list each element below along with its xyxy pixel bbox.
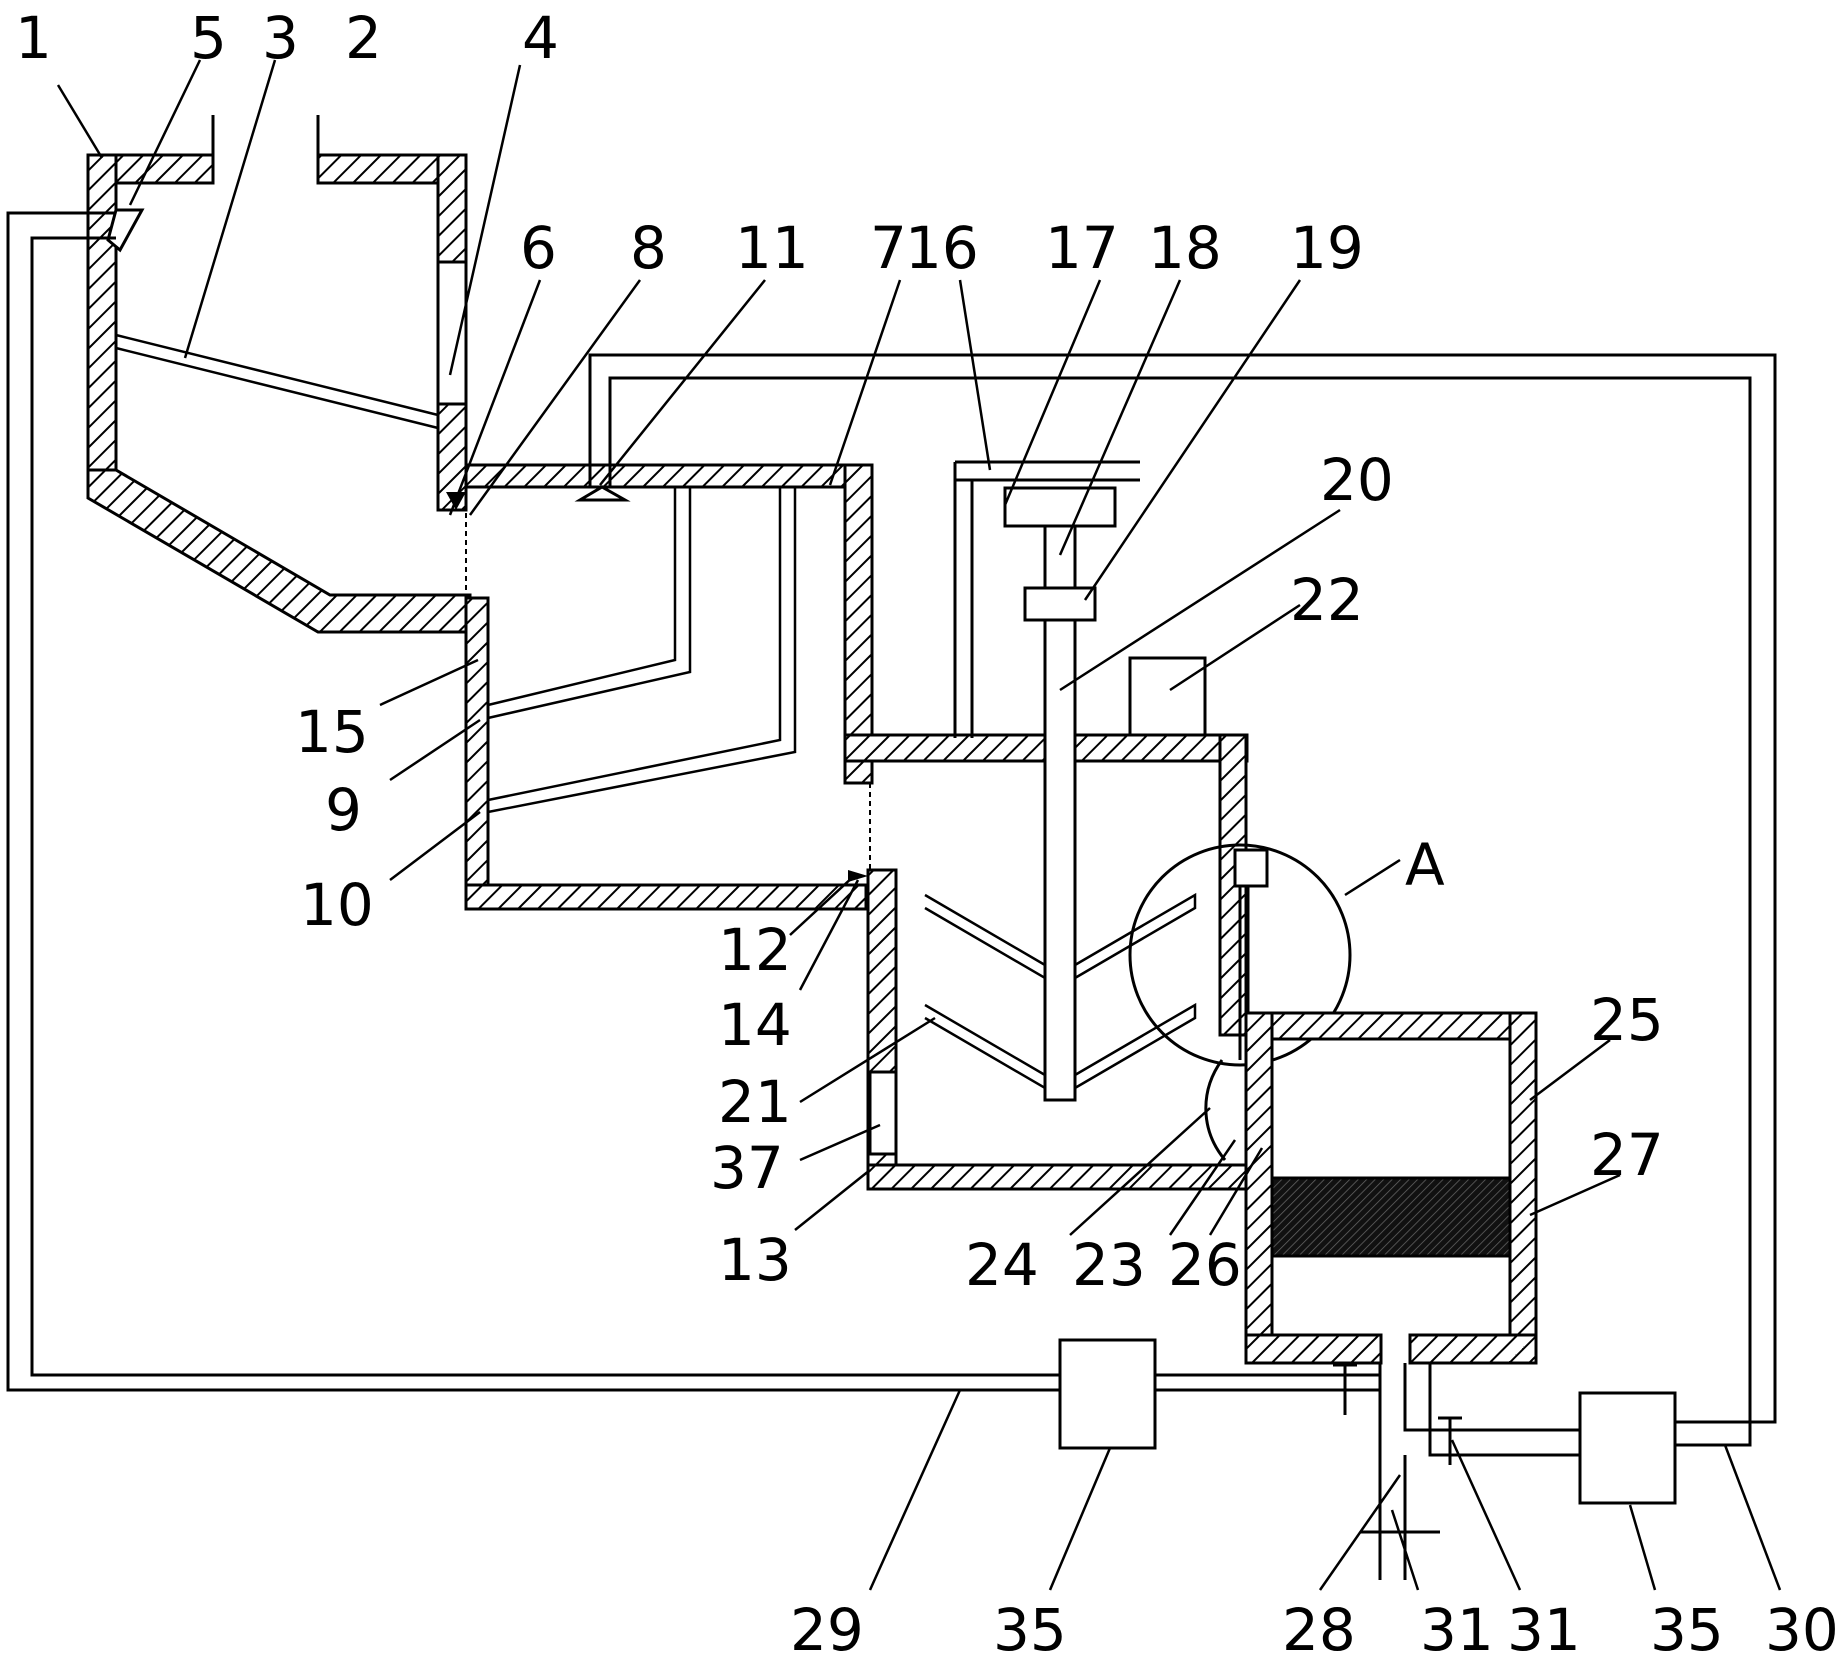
coupling-19 [1023, 586, 1097, 622]
label-29: 29 [790, 1596, 864, 1656]
part-labels: 1 5 3 2 4 6 8 11 7 16 17 18 19 20 22 15 … [15, 4, 1839, 1656]
label-31-left: 31 [1420, 1596, 1494, 1656]
valve-14 [848, 870, 868, 882]
label-16: 16 [905, 214, 979, 282]
label-22: 22 [1290, 566, 1364, 634]
label-4: 4 [522, 4, 559, 72]
label-20: 20 [1320, 446, 1394, 514]
label-13: 13 [718, 1226, 792, 1294]
label-26: 26 [1168, 1231, 1242, 1299]
label-3: 3 [262, 4, 299, 72]
label-14: 14 [718, 991, 792, 1059]
label-11: 11 [735, 214, 809, 282]
label-21: 21 [718, 1068, 792, 1136]
filter-layer-27 [1270, 1176, 1512, 1258]
label-17: 17 [1045, 214, 1119, 282]
leader-lines [56, 59, 1782, 1591]
label-6: 6 [520, 214, 557, 282]
label-A: A [1405, 831, 1445, 899]
label-2: 2 [345, 4, 382, 72]
nozzle-11 [574, 485, 631, 502]
label-15: 15 [295, 698, 369, 766]
valve-4 [436, 260, 468, 406]
label-28: 28 [1282, 1596, 1356, 1656]
pump-35-right [1578, 1391, 1677, 1505]
label-1: 1 [15, 4, 52, 72]
label-12: 12 [718, 916, 792, 984]
mixing-tank [848, 460, 1352, 1191]
label-10: 10 [300, 871, 374, 939]
label-19: 19 [1290, 214, 1364, 282]
label-35-right: 35 [1650, 1596, 1724, 1656]
label-25: 25 [1590, 986, 1664, 1054]
detail-a-circle [1128, 843, 1352, 1067]
motor-22 [1128, 656, 1207, 737]
label-9: 9 [325, 776, 362, 844]
hopper-tank [86, 115, 472, 634]
label-5: 5 [190, 4, 227, 72]
label-8: 8 [630, 214, 667, 282]
label-35-left: 35 [993, 1596, 1067, 1656]
sensor-5 [106, 208, 145, 253]
label-18: 18 [1148, 214, 1222, 282]
label-27: 27 [1590, 1121, 1664, 1189]
settling-tank [1244, 1011, 1538, 1365]
label-7: 7 [870, 214, 907, 282]
label-31-right: 31 [1507, 1596, 1581, 1656]
pump-35-left [1058, 1338, 1157, 1450]
middle-chamber [464, 463, 1249, 911]
label-30: 30 [1765, 1596, 1839, 1656]
label-23: 23 [1072, 1231, 1146, 1299]
label-37: 37 [710, 1134, 784, 1202]
motor-17 [1003, 486, 1117, 528]
sight-37 [868, 1070, 898, 1156]
label-24: 24 [965, 1231, 1039, 1299]
shaft-20 [1043, 618, 1077, 1102]
